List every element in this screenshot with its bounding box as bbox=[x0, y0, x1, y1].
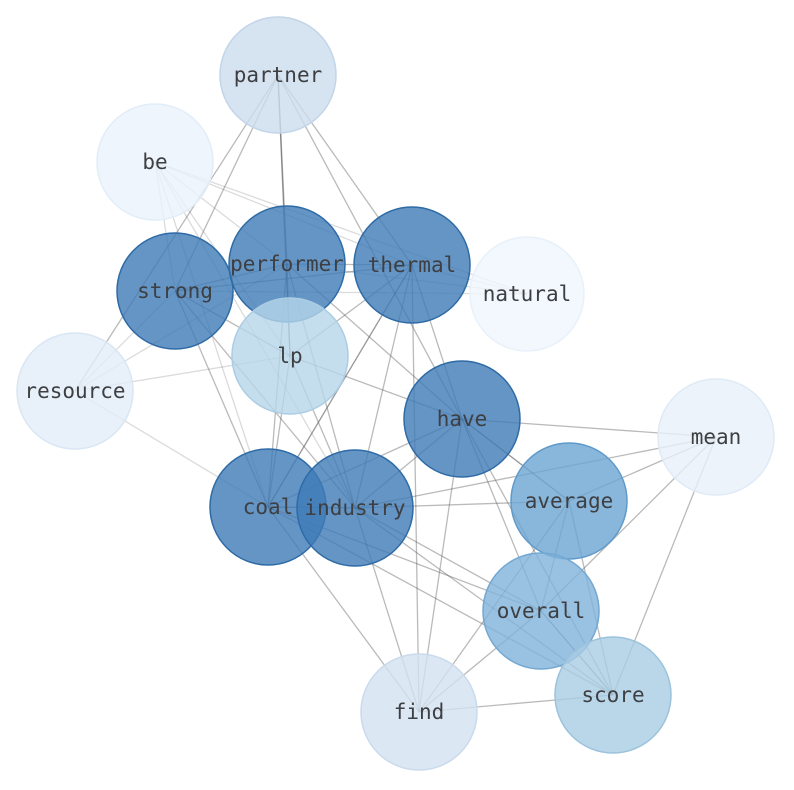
edge-thermal-find bbox=[411, 264, 420, 713]
node-score bbox=[554, 636, 672, 754]
node-natural bbox=[469, 236, 585, 352]
node-be bbox=[96, 103, 214, 221]
node-resource bbox=[16, 332, 134, 450]
node-industry bbox=[296, 449, 414, 567]
nodes-layer bbox=[16, 16, 775, 771]
node-overall bbox=[482, 552, 600, 670]
node-partner bbox=[219, 16, 337, 134]
node-lp bbox=[231, 297, 349, 415]
node-thermal bbox=[353, 206, 471, 324]
node-find bbox=[360, 653, 478, 771]
node-average bbox=[510, 442, 628, 560]
node-mean bbox=[657, 378, 775, 496]
node-strong bbox=[116, 232, 234, 350]
node-have bbox=[403, 360, 521, 478]
